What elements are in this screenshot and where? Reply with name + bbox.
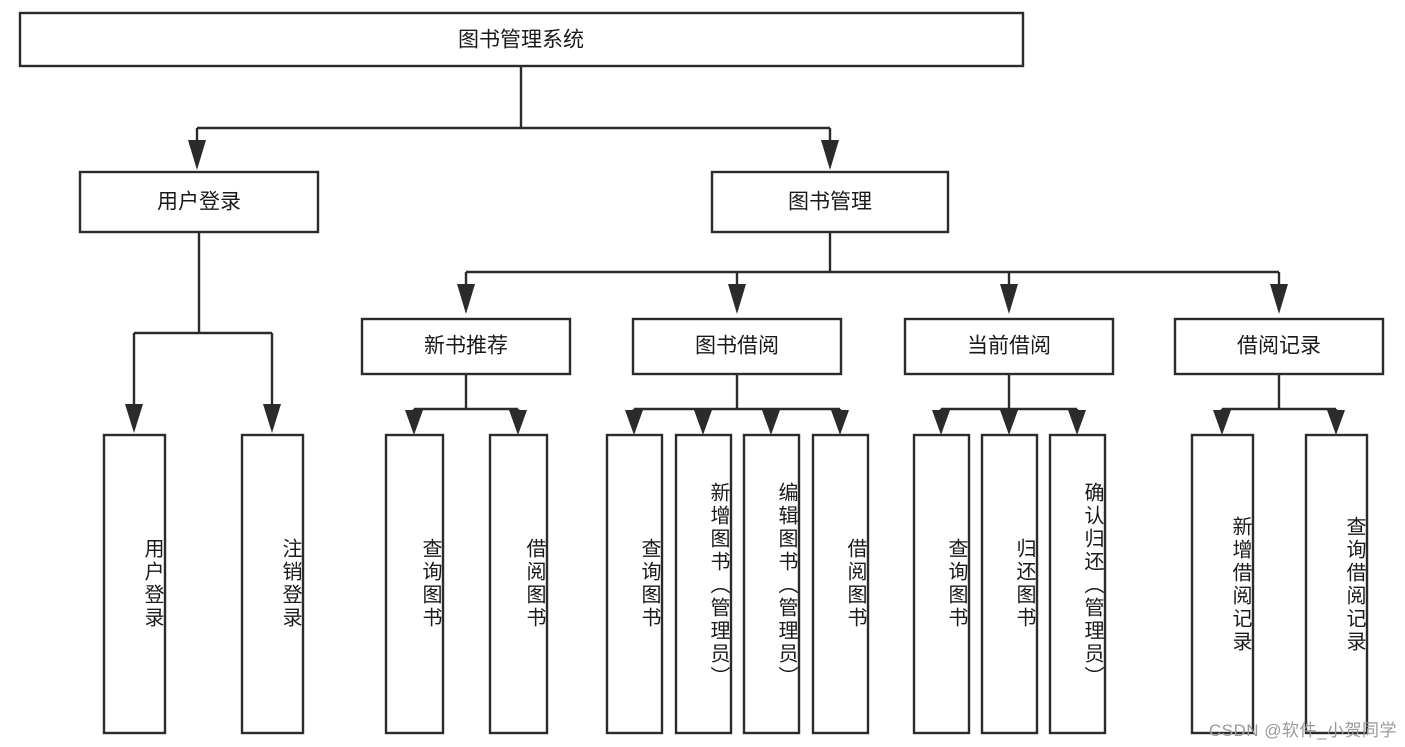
leaf-box-record-add[interactable] bbox=[1190, 433, 1255, 735]
arrow-bookborrow-leaf-1 bbox=[625, 410, 643, 435]
watermark-text: CSDN @软件_小贺同学 bbox=[1208, 721, 1397, 740]
node-new-book-recommend-box[interactable] bbox=[360, 317, 572, 376]
arrow-bookborrow-leaf-3 bbox=[762, 410, 780, 435]
leaf-box-current-query-book[interactable] bbox=[912, 433, 971, 735]
leaf-box-borrow-query-book[interactable] bbox=[605, 433, 664, 735]
arrow-to-leaf-user-login bbox=[125, 404, 143, 433]
arrow-to-current-borrow bbox=[1000, 284, 1018, 314]
arrow-bookborrow-leaf-2 bbox=[694, 410, 712, 435]
node-user-login-box[interactable] bbox=[78, 170, 320, 234]
node-book-borrow-box[interactable] bbox=[631, 317, 843, 376]
leaf-box-logout[interactable] bbox=[240, 433, 305, 735]
leaf-box-borrow-borrow-book[interactable] bbox=[811, 433, 870, 735]
leaf-box-recommend-borrow-book[interactable] bbox=[488, 433, 549, 735]
node-root-box[interactable] bbox=[18, 11, 1025, 68]
node-borrow-record-label: 借阅记录 bbox=[1237, 335, 1321, 358]
arrow-newbook-leaf-2 bbox=[509, 410, 527, 435]
node-borrow-record-box[interactable] bbox=[1173, 317, 1385, 376]
arrow-newbook-leaf-1 bbox=[405, 410, 423, 435]
arrow-to-user-login bbox=[188, 140, 206, 170]
arrow-to-book-mgmt bbox=[821, 140, 839, 170]
node-current-borrow-box[interactable] bbox=[903, 317, 1115, 376]
edges-group bbox=[125, 66, 1345, 435]
arrow-bookborrow-leaf-4 bbox=[831, 410, 849, 435]
leaf-box-borrow-add-book[interactable] bbox=[674, 433, 733, 735]
arrow-currentborrow-leaf-1 bbox=[932, 410, 950, 435]
leaf-box-current-confirm-return[interactable] bbox=[1048, 433, 1107, 735]
node-book-mgmt-label: 图书管理 bbox=[788, 191, 872, 214]
leaf-box-borrow-edit-book[interactable] bbox=[742, 433, 801, 735]
node-current-borrow-label: 当前借阅 bbox=[967, 335, 1051, 358]
leaf-box-current-return-book[interactable] bbox=[980, 433, 1039, 735]
node-book-borrow-label: 图书借阅 bbox=[695, 335, 779, 358]
arrow-to-leaf-logout bbox=[263, 404, 281, 433]
leaf-box-record-query[interactable] bbox=[1304, 433, 1369, 735]
leaf-box-user-login[interactable] bbox=[102, 433, 167, 735]
arrow-currentborrow-leaf-3 bbox=[1068, 410, 1086, 435]
node-new-book-recommend-label: 新书推荐 bbox=[424, 335, 508, 358]
node-root-label: 图书管理系统 bbox=[458, 29, 584, 52]
arrow-to-new-book-recommend bbox=[457, 284, 475, 314]
arrow-borrowrecord-leaf-1 bbox=[1213, 410, 1231, 435]
node-book-mgmt-box[interactable] bbox=[710, 170, 950, 234]
arrow-to-book-borrow bbox=[728, 284, 746, 314]
arrow-borrowrecord-leaf-2 bbox=[1327, 410, 1345, 435]
node-user-login-label: 用户登录 bbox=[157, 191, 241, 214]
leaf-box-recommend-query-book[interactable] bbox=[384, 433, 445, 735]
arrow-to-borrow-record bbox=[1270, 284, 1288, 314]
arrow-currentborrow-leaf-2 bbox=[1000, 410, 1018, 435]
nodes-group: 图书管理系统 用户登录 图书管理 新书推荐 图书借阅 当前借阅 借阅记录 bbox=[18, 11, 1385, 735]
